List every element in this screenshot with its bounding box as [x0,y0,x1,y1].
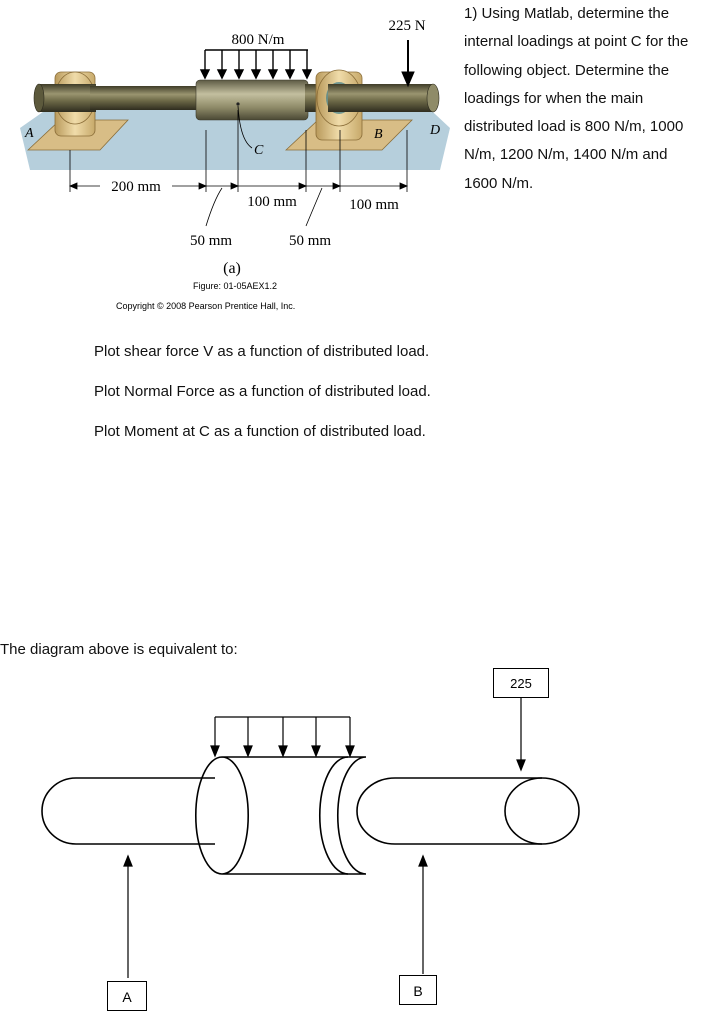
distributed-load-label: 800 N/m [232,32,285,48]
shaft-figure: 800 N/m 225 N A B C D 200 mm 100 mm 100 … [20,18,450,277]
shaft-main [90,86,210,110]
problem-statement: 1) Using Matlab, determine the internal … [464,5,689,192]
equivalent-heading: The diagram above is equivalent to: [0,641,238,658]
figure-caption: Figure: 01-05AEX1.2 [192,281,278,291]
dim-100-left: 100 mm [247,194,297,210]
dim-50-left: 50 mm [190,233,232,249]
plot-instruction-normal: Plot Normal Force as a function of distr… [94,383,431,400]
load-box: 225 [493,668,549,698]
equiv-point-load-arrow [516,698,526,772]
label-b: B [374,127,383,142]
point-load-label: 225 N [388,18,425,34]
distributed-load-arrows [199,49,313,80]
plot-instruction-shear: Plot shear force V as a function of dist… [94,343,430,360]
label-c: C [254,143,264,158]
dimension-lines [68,110,409,227]
reaction-a-arrow [123,854,133,978]
label-a: A [24,126,34,141]
copyright-text: Copyright © 2008 Pearson Prentice Hall, … [116,301,296,311]
dim-50-right: 50 mm [289,233,331,249]
right-cylinder [356,777,542,845]
shaft-collar [195,79,309,121]
shaft-left-stub [38,84,96,112]
dim-200: 200 mm [111,179,161,195]
point-c-leader [237,105,253,149]
left-cylinder [41,777,215,845]
support-a-box: A [107,981,147,1011]
plot-instruction-moment: Plot Moment at C as a function of distri… [94,423,426,440]
figure-sub-label: (a) [223,260,241,277]
reaction-b-arrow [418,854,428,974]
point-load-arrow [401,40,415,88]
bearing-support-b [284,69,413,151]
right-end-face [504,777,580,845]
collar-ring [319,756,367,875]
equiv-distributed-load [210,716,355,758]
equivalent-diagram [41,698,580,978]
dim-100-right: 100 mm [349,197,399,213]
label-d: D [429,123,440,138]
support-b-box: B [399,975,437,1005]
middle-cylinder [195,756,348,875]
